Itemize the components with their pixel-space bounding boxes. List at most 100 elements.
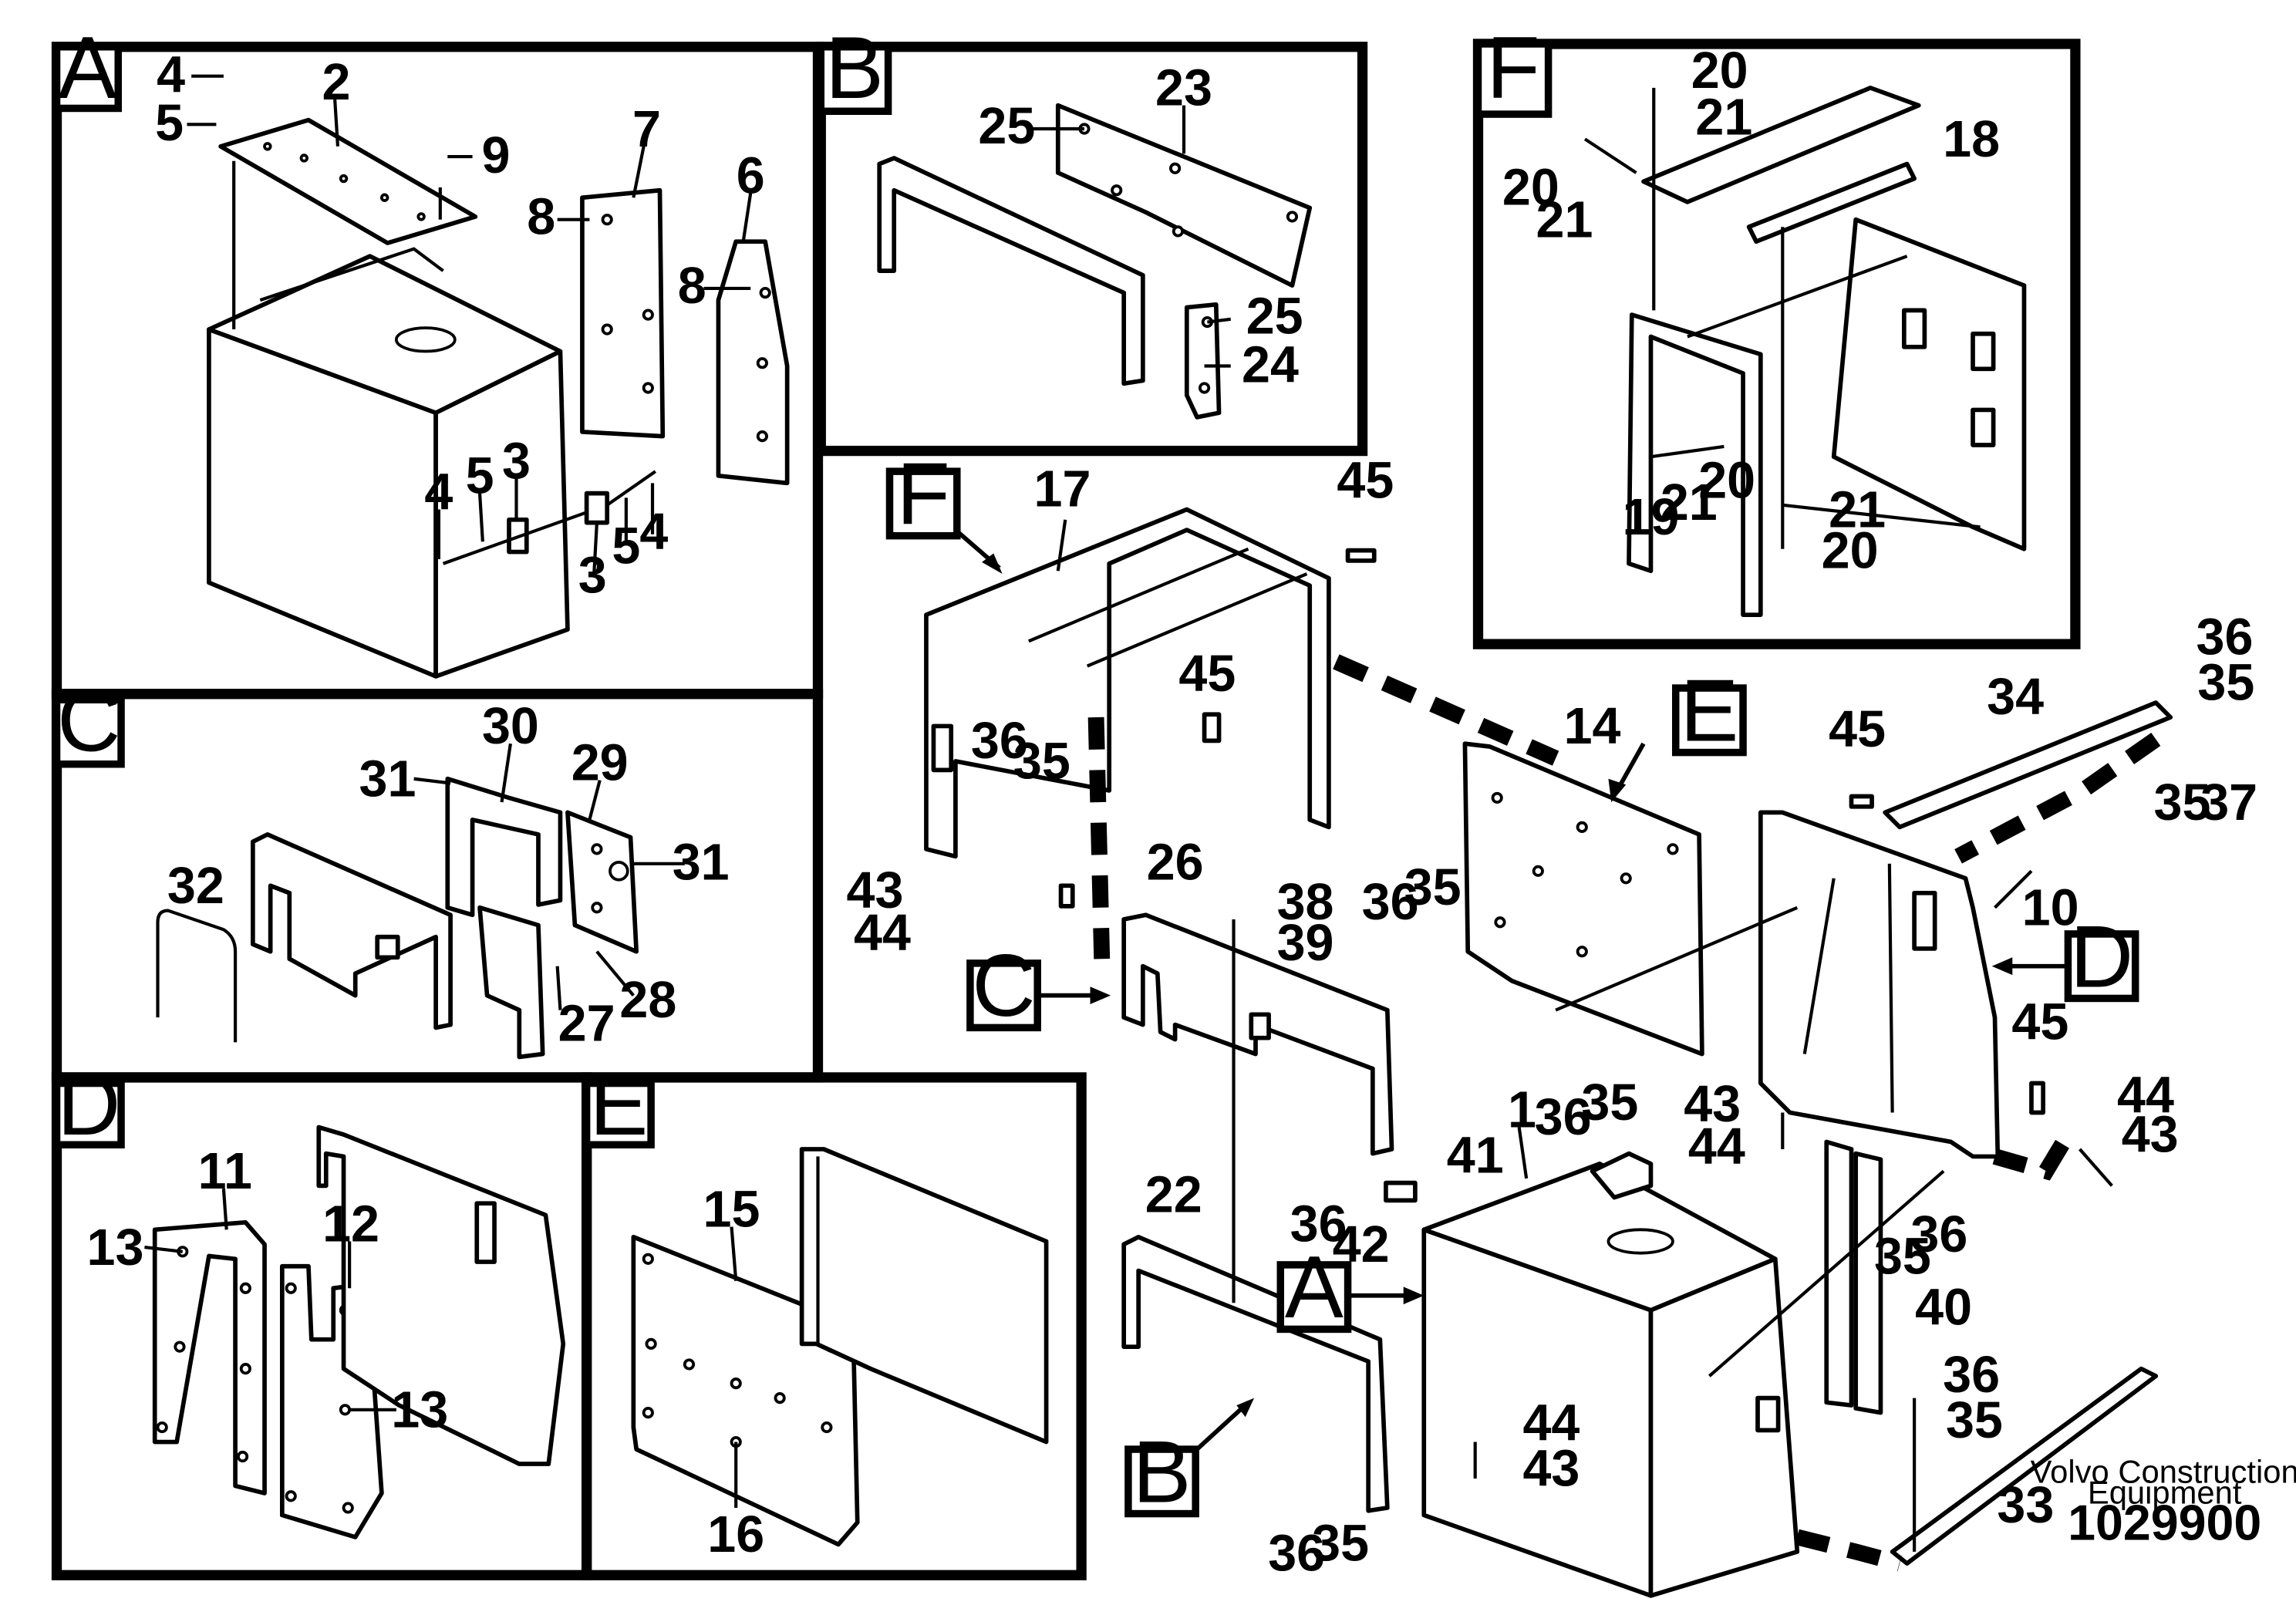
callout-main-35-mid: 35	[1581, 1074, 1638, 1131]
callout-main-26: 26	[1147, 835, 1204, 892]
callout-f-20-top: 20	[1691, 42, 1748, 99]
callout-f-21-top: 21	[1695, 89, 1752, 147]
callout-c-29: 29	[571, 735, 629, 792]
callout-a-4-right: 4	[639, 504, 668, 561]
top-plate-2	[218, 117, 478, 245]
detail-panel-a: A 4 5 2 9 7 8 6	[51, 19, 824, 700]
callout-f-21-bottom: 21	[1829, 481, 1886, 538]
brand-line-1: Volvo Construction	[2031, 1454, 2296, 1490]
plate-30	[445, 776, 563, 918]
detail-panel-b: B 23 25 25 24	[815, 19, 1368, 457]
callout-c-30: 30	[482, 698, 539, 755]
callout-main-17: 17	[1034, 461, 1091, 518]
bar-33	[1890, 1366, 2159, 1566]
channel-22	[1121, 1234, 1390, 1513]
callout-main-43-box: 43	[1522, 1440, 1580, 1497]
callout-d-11: 11	[198, 1143, 252, 1200]
callout-a-6: 6	[737, 148, 765, 205]
callout-f-19: 19	[1623, 489, 1680, 546]
detail-panel-d: D 11 13 12 13	[51, 1056, 592, 1580]
panel-e-tag	[582, 1079, 655, 1148]
callout-main-36-bottom: 36	[1268, 1526, 1325, 1583]
callout-main-36-bar: 36	[1943, 1347, 2000, 1404]
callout-a-3-lower: 3	[578, 548, 607, 605]
frame-f-front	[1627, 312, 1763, 618]
bracket-c	[477, 905, 545, 1060]
detail-panel-e: E 15 16	[581, 1056, 1087, 1580]
callout-main-34: 34	[1987, 669, 2044, 726]
detail-panel-c: C 30 29 31 31 32 27 28	[51, 673, 824, 1083]
callout-f-20-left: 20	[1502, 160, 1559, 217]
callout-main-36-plate: 36	[1362, 874, 1419, 931]
callout-a-5-right: 5	[612, 518, 640, 575]
panel-e-frame	[581, 1072, 1087, 1580]
panel-c-tag	[52, 696, 125, 768]
callout-main-45-lower: 45	[2011, 994, 2068, 1051]
callout-c-28: 28	[619, 972, 676, 1029]
callout-a-4: 4	[157, 47, 185, 104]
frame-17	[924, 507, 1331, 859]
callout-a-9: 9	[481, 127, 510, 184]
callout-main-37: 37	[2200, 774, 2257, 831]
callout-a-4-lower: 4	[424, 464, 453, 521]
callout-main-44-frame: 44	[854, 905, 911, 962]
callout-main-10: 10	[2022, 880, 2079, 937]
strip-40-b	[1853, 1151, 1883, 1415]
callout-main-45-frame: 45	[1178, 646, 1236, 703]
callout-main-36-box: 36	[1290, 1196, 1347, 1253]
callout-main-45-top: 45	[1337, 452, 1394, 509]
callout-main-14: 14	[1564, 698, 1621, 755]
callout-b-23: 23	[1155, 60, 1212, 117]
callout-main-40: 40	[1915, 1280, 1972, 1337]
callout-f-21-left: 21	[1536, 191, 1593, 248]
callout-main-42: 42	[1333, 1216, 1390, 1273]
callout-main-35-bar: 35	[1946, 1392, 2003, 1449]
box-1-side	[1648, 1256, 1800, 1598]
callout-c-31-right: 31	[673, 835, 730, 892]
frame-f-back	[1831, 217, 2027, 551]
callout-main-44-right: 44	[2117, 1067, 2174, 1124]
callout-main-35-plate: 35	[1404, 859, 1462, 916]
clip-45-right	[1849, 794, 1874, 809]
panel-f-tag	[1474, 40, 1553, 118]
callout-d-13-right: 13	[391, 1382, 448, 1439]
callout-main-35-bottom: 35	[1312, 1515, 1369, 1572]
callout-f-21: 21	[1660, 474, 1718, 531]
clip-41	[1384, 1180, 1418, 1203]
panel-10	[1758, 810, 2001, 1159]
strip-40-a	[1824, 1139, 1854, 1408]
main-tag-a-letter: A	[1285, 1239, 1344, 1337]
callout-main-38: 38	[1277, 874, 1334, 931]
callout-c-32: 32	[167, 858, 224, 915]
main-tag-f-letter: F	[896, 445, 950, 543]
callout-b-25-top: 25	[978, 98, 1035, 155]
callout-f-20: 20	[1698, 452, 1755, 509]
callout-d-12: 12	[322, 1196, 379, 1253]
panel-c-letter: C	[57, 673, 120, 771]
brand-line-2: Equipment	[2088, 1474, 2242, 1510]
main-tag-c-letter: C	[972, 937, 1035, 1035]
callout-main-36-top: 36	[2197, 609, 2254, 666]
callout-main-36-mid: 36	[1535, 1089, 1592, 1146]
callout-main-22: 22	[1145, 1167, 1202, 1224]
callout-a-8-right: 8	[678, 258, 706, 315]
top-plate-f	[1641, 86, 1921, 204]
callout-a-3-upper: 3	[502, 433, 531, 491]
panel-a-letter: A	[58, 19, 116, 117]
panel-b-letter: B	[825, 19, 884, 117]
channel-b	[877, 156, 1145, 386]
bracket-6	[716, 239, 790, 486]
assembly-path-e	[1333, 654, 1559, 766]
callout-a-5: 5	[155, 95, 184, 152]
main-tag-d	[2064, 930, 2139, 1003]
frame-e	[799, 1147, 1049, 1445]
assembly-path-c	[1087, 717, 1111, 959]
callout-main-1: 1	[1508, 1081, 1536, 1138]
callout-c-27: 27	[558, 995, 615, 1052]
callout-main-44-box: 44	[1522, 1395, 1580, 1452]
main-assembly: F E C D A B 17 45 45 36 35 43 44 26 38 3…	[847, 445, 2296, 1598]
angle-34	[1883, 700, 2173, 830]
main-tag-b-letter: B	[1133, 1423, 1192, 1521]
callout-main-35-frame: 35	[1013, 733, 1070, 791]
